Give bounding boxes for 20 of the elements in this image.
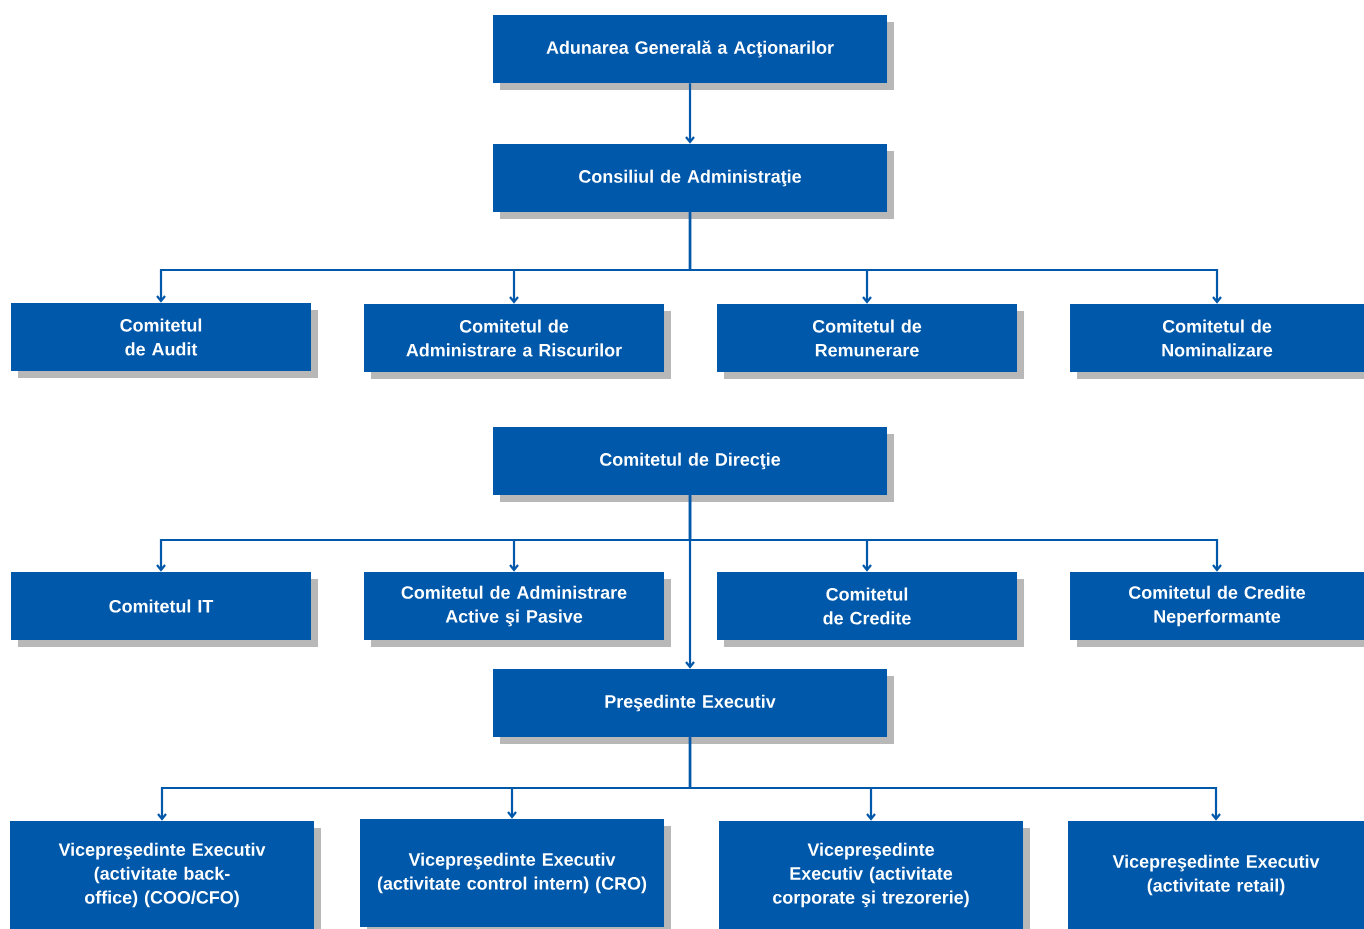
arrow xyxy=(685,495,695,669)
org-box: Preşedinte Executiv xyxy=(493,669,894,744)
org-box: Adunarea Generală a Acţionarilor xyxy=(493,15,894,90)
org-box: Comitetul de Administrare Active şi Pasive xyxy=(364,572,671,647)
org-box: Vicepreşedinte Executiv (activitate corporate şi trezorerie) xyxy=(719,821,1030,929)
arrow xyxy=(685,83,695,144)
org-box: Vicepreşedinte Executiv (activitate retail) xyxy=(1068,821,1364,929)
org-box: Consiliul de Administraţie xyxy=(493,144,894,219)
arrow xyxy=(688,212,1222,304)
org-box: Comitetul IT xyxy=(11,572,318,647)
org-box: Comitetul de Administrare a Riscurilor xyxy=(364,304,671,379)
org-box: Comitetul de Direcţie xyxy=(493,427,894,502)
org-box: Comitetul de Credite xyxy=(717,572,1024,647)
org-box: Vicepreşedinte Executiv (activitate back-office) (COO/CFO) xyxy=(10,821,321,929)
org-box: Vicepreşedinte Executiv (activitate control intern) (CRO) xyxy=(360,819,671,929)
org-box: Comitetul de Audit xyxy=(11,303,318,378)
org-box: Comitetul de Remunerare xyxy=(717,304,1024,379)
arrow xyxy=(688,737,1221,821)
org-box: Comitetul de Nominalizare xyxy=(1070,304,1364,379)
org-box: Comitetul de Credite Neperformante xyxy=(1070,572,1364,647)
